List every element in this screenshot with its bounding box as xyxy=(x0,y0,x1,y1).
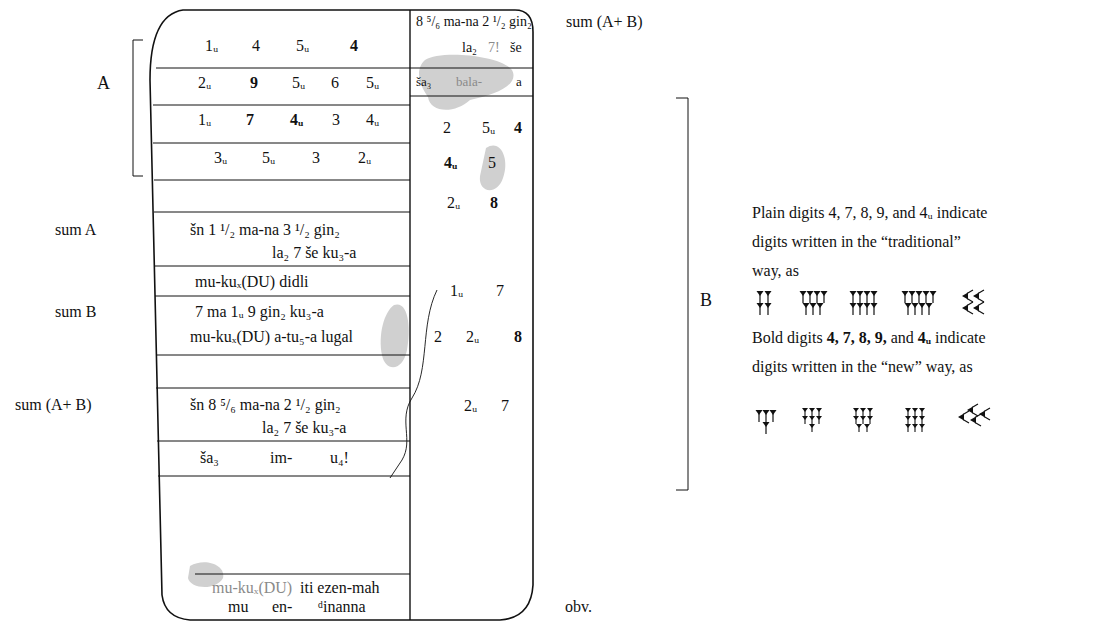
cuneiform-sign-traditional xyxy=(850,291,878,315)
digit-numeral: 8 xyxy=(514,327,522,347)
digit-numeral: 3 xyxy=(332,110,340,130)
digit-numeral: 2ᵤ xyxy=(198,73,211,93)
cuneiform-sign-new xyxy=(756,410,777,434)
section-label: sum (A+ B) xyxy=(566,12,643,32)
transliteration-line: šn 8 ⁵/₆ ma-na 2 ¹/₂ gin₂ xyxy=(190,395,341,415)
digit-numeral: 2ᵤ xyxy=(466,327,479,347)
digit-numeral: 4ᵤ xyxy=(366,110,379,130)
digit-numeral: 1ᵤ xyxy=(205,36,218,56)
digit-numeral: 9 xyxy=(250,73,258,93)
digit-numeral: 7 xyxy=(246,110,254,130)
ruling-lines xyxy=(153,68,533,574)
cuneiform-sign-new xyxy=(802,408,822,432)
digit-numeral: 2ᵤ xyxy=(464,396,477,416)
crack-line xyxy=(390,290,437,478)
digit-numeral: 5ᵤ xyxy=(292,73,305,93)
section-label: B xyxy=(700,289,712,311)
transliteration-line: mu-kuₓ(DU) a-tu₅-a lugal xyxy=(190,327,353,347)
digit-numeral: 1ᵤ xyxy=(198,110,211,130)
tablet-outline xyxy=(150,10,533,620)
cuneiform-sign-traditional xyxy=(800,291,828,315)
digit-numeral: 4ᵤ xyxy=(290,110,303,130)
digit-numeral: 7 xyxy=(496,281,504,301)
digit-numeral: 4 xyxy=(350,36,358,56)
digit-numeral: 5 xyxy=(488,153,496,173)
digit-numeral: 4 xyxy=(252,36,260,56)
digit-numeral: 3ᵤ xyxy=(214,148,227,168)
transliteration-line: 7! xyxy=(488,39,500,57)
transliteration-line: iti ezen-mah xyxy=(300,578,380,598)
digit-numeral: 2ᵤ xyxy=(358,148,371,168)
damage-area xyxy=(419,55,514,110)
transliteration-line: 7 ma 1ᵤ 9 gin₂ ku₃-a xyxy=(195,302,324,322)
transliteration-line: mu xyxy=(228,597,248,617)
cuneiform-sign-traditional xyxy=(962,290,984,314)
transliteration-line: mu-kuₓ(DU) xyxy=(212,578,292,598)
transliteration-line: ša₃ xyxy=(416,73,431,90)
legend-note: Bold digits 4, 7, 8, 9, and 4ᵤ indicate … xyxy=(752,323,992,381)
damage-area xyxy=(381,304,409,367)
transliteration-line: im- xyxy=(270,448,292,468)
column-divider xyxy=(409,10,410,620)
digit-numeral: 2ᵤ xyxy=(447,193,460,213)
digit-numeral: 2 xyxy=(443,118,451,138)
digit-numeral: 4 xyxy=(514,118,522,138)
cuneiform-sign-new xyxy=(905,408,925,432)
transliteration-line: a xyxy=(516,73,522,90)
transliteration-line: u₄! xyxy=(330,448,349,468)
cuneiform-sign-traditional xyxy=(757,291,772,315)
transliteration-line: mu-kuₓ(DU) didli xyxy=(195,272,309,292)
digit-numeral: 5ᵤ xyxy=(262,148,275,168)
transliteration-line: la₂ 7 še ku₃-a xyxy=(262,418,346,438)
transliteration-line: bala- xyxy=(456,73,482,90)
digit-numeral: 2 xyxy=(434,327,442,347)
transliteration-line: la₂ xyxy=(462,39,477,57)
legend-note: and xyxy=(891,329,914,346)
legend-note: 4ᵤ xyxy=(918,329,931,346)
damage-area xyxy=(480,145,506,190)
transliteration-line: ᵈinanna xyxy=(318,597,366,617)
digit-numeral: 8 xyxy=(490,193,498,213)
transliteration-line: šn 1 ¹/₂ ma-na 3 ¹/₂ gin₂ xyxy=(190,220,340,240)
section-label: sum (A+ B) xyxy=(15,395,92,415)
section-label: obv. xyxy=(565,597,592,617)
digit-numeral: 5ᵤ xyxy=(366,73,379,93)
cuneiform-sign-new xyxy=(853,408,873,432)
transliteration-line: en- xyxy=(272,597,292,617)
section-label: sum A xyxy=(55,220,96,240)
digit-numeral: 1ᵤ xyxy=(450,281,463,301)
digit-numeral: 3 xyxy=(312,148,320,168)
cuneiform-sign-traditional xyxy=(902,291,937,315)
cuneiform-sign-new xyxy=(958,404,990,426)
legend-note: Plain digits 4, 7, 8, 9, and 4ᵤ indicate… xyxy=(752,198,992,285)
bracket xyxy=(133,40,143,176)
section-label: A xyxy=(97,72,110,94)
digit-numeral: 5ᵤ xyxy=(296,36,309,56)
digit-numeral: 5ᵤ xyxy=(482,118,495,138)
bracket xyxy=(676,98,688,490)
legend-note: 4, 7, 8, 9, xyxy=(827,329,887,346)
transliteration-line: ša₃ xyxy=(200,448,219,468)
digit-numeral: 7 xyxy=(501,396,509,416)
transliteration-line: 8 ⁵/₆ ma-na 2 ¹/₂ gin₂ xyxy=(416,13,532,31)
section-label: sum B xyxy=(55,302,96,322)
digit-numeral: 6 xyxy=(331,73,339,93)
digit-numeral: 4ᵤ xyxy=(444,153,457,173)
transliteration-line: la₂ 7 še ku₃-a xyxy=(272,243,356,263)
transliteration-line: še xyxy=(510,39,522,57)
legend-note: Bold digits xyxy=(752,329,823,346)
